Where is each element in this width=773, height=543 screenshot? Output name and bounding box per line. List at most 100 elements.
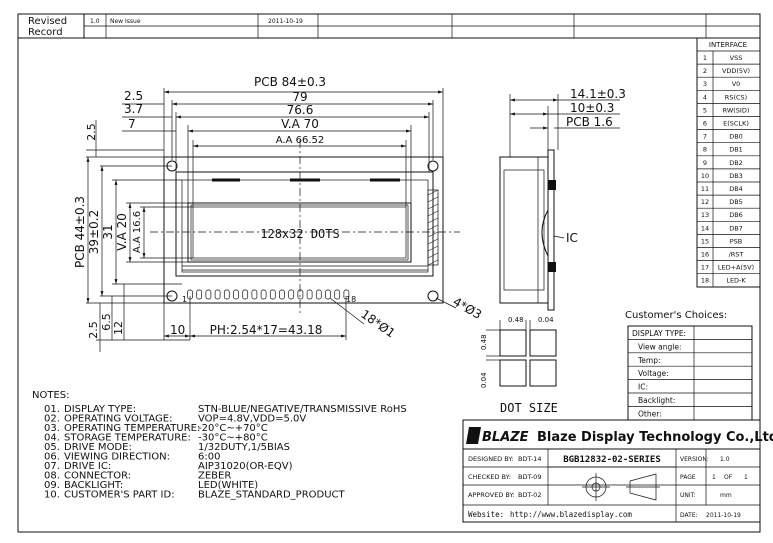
note-number: 02. bbox=[44, 414, 60, 425]
choice-label: Temp: bbox=[637, 356, 661, 365]
dot-size-title: DOT SIZE bbox=[500, 401, 558, 415]
rev-description: New Issue bbox=[110, 18, 141, 25]
choice-input[interactable] bbox=[696, 341, 750, 350]
date-label: DATE: bbox=[680, 512, 698, 519]
note-label: DRIVE IC: bbox=[64, 461, 111, 472]
pin-name: LED-K bbox=[726, 277, 746, 285]
website-label: Website: bbox=[468, 510, 504, 519]
pin-number: 12 bbox=[701, 198, 709, 206]
dot-gap-x: 0.04 bbox=[538, 316, 554, 324]
choice-input[interactable] bbox=[696, 408, 750, 417]
choice-input[interactable] bbox=[696, 382, 750, 391]
choice-input[interactable] bbox=[696, 395, 750, 404]
pin-number: 8 bbox=[703, 146, 707, 154]
dim-79: 79 bbox=[292, 90, 307, 104]
pin-number: 17 bbox=[701, 264, 709, 272]
notes-title: NOTES: bbox=[32, 390, 70, 401]
dim-va-70: V.A 70 bbox=[281, 117, 319, 131]
page-label: PAGE bbox=[680, 474, 696, 481]
pin bbox=[223, 289, 230, 300]
dim-2-5-top: 2.5 bbox=[124, 89, 143, 103]
pin-name: VDD(5V) bbox=[722, 67, 750, 75]
unit-value: mm bbox=[720, 492, 732, 499]
dim-va-20: V.A 20 bbox=[115, 213, 129, 251]
front-view: 128x32 DOTS 1 18 PCB 84 bbox=[73, 75, 484, 352]
ic-label: IC bbox=[566, 231, 578, 245]
note-number: 05. bbox=[44, 442, 60, 453]
pin-name: DB0 bbox=[729, 133, 743, 141]
note-label: CONNECTOR: bbox=[64, 471, 131, 482]
note-value: 6:00 bbox=[198, 452, 220, 463]
choice-label: IC: bbox=[638, 383, 648, 392]
pin-name: VSS bbox=[730, 54, 743, 62]
pin-name: DB6 bbox=[729, 211, 743, 219]
pin-name: DB7 bbox=[729, 224, 743, 232]
note-number: 01. bbox=[44, 404, 60, 415]
pin-number: 16 bbox=[701, 251, 709, 259]
pin-name: /RST bbox=[729, 251, 744, 259]
logo-text: BLAZE bbox=[482, 430, 529, 445]
note-number: 07. bbox=[44, 461, 60, 472]
choice-label: DISPLAY TYPE: bbox=[632, 329, 686, 338]
dim-10: 10 bbox=[170, 323, 185, 337]
of-label: OF bbox=[724, 474, 733, 481]
dim-pcb-width: PCB 84±0.3 bbox=[254, 75, 326, 89]
checked-label: CHECKED BY: bbox=[468, 473, 511, 481]
pin-number: 1 bbox=[703, 54, 707, 62]
version-label: VERSION: bbox=[680, 456, 709, 463]
choice-label: View angle: bbox=[638, 342, 682, 351]
pin bbox=[279, 289, 285, 300]
choice-label: Other: bbox=[638, 409, 662, 418]
hole-callout: 4*Ø3 bbox=[451, 294, 485, 321]
dim-6-5: 6.5 bbox=[100, 313, 113, 331]
pin bbox=[269, 289, 276, 300]
side-view: IC 14.1±0.3 10±0.3 PCB 1.6 bbox=[499, 87, 626, 311]
choice-input[interactable] bbox=[696, 328, 750, 337]
note-value: -30°C~+80°C bbox=[198, 433, 268, 444]
pcb-outline bbox=[163, 156, 444, 304]
pin-1-label: 1 bbox=[182, 295, 187, 304]
dot-width: 0.48 bbox=[508, 316, 524, 324]
zebra-connector bbox=[427, 189, 439, 266]
note-label: BACKLIGHT: bbox=[64, 480, 123, 491]
designed-by: BDT-14 bbox=[518, 455, 541, 463]
active-area bbox=[192, 206, 407, 259]
rev-number: 1.0 bbox=[90, 18, 100, 25]
pin-18-label: 18 bbox=[346, 295, 356, 304]
note-number: 04. bbox=[44, 433, 60, 444]
choices-title: Customer's Choices: bbox=[625, 310, 727, 321]
choice-input[interactable] bbox=[696, 355, 750, 364]
pin bbox=[242, 289, 249, 300]
dot-gap-y: 0.04 bbox=[480, 372, 488, 388]
note-label: VIEWING DIRECTION: bbox=[64, 452, 170, 463]
choice-input[interactable] bbox=[696, 368, 750, 377]
note-number: 08. bbox=[44, 471, 60, 482]
pin-number: 18 bbox=[701, 277, 709, 285]
interface-title: INTERFACE bbox=[709, 41, 747, 49]
customer-choices: Customer's Choices: DISPLAY TYPE: View an… bbox=[625, 310, 753, 421]
pin bbox=[343, 289, 350, 300]
side-total: 14.1±0.3 bbox=[570, 87, 626, 101]
approved-label: APPROVED BY: bbox=[468, 491, 515, 499]
pin bbox=[233, 289, 239, 300]
dim-12: 12 bbox=[112, 321, 125, 335]
website-url: http://www.blazedisplay.com bbox=[510, 510, 632, 519]
side-pcb bbox=[547, 149, 555, 311]
dim-2-5-bottom: 2.5 bbox=[87, 321, 100, 339]
side-body bbox=[499, 156, 549, 304]
note-value: BLAZE_STANDARD_PRODUCT bbox=[198, 490, 346, 501]
approved-by: BDT-02 bbox=[518, 491, 541, 499]
pin-name: DB5 bbox=[729, 198, 743, 206]
of-value: 1 bbox=[744, 474, 748, 481]
pin-number: 10 bbox=[701, 172, 709, 180]
pin bbox=[297, 289, 304, 300]
pin-number: 9 bbox=[703, 159, 707, 167]
note-number: 03. bbox=[44, 423, 60, 434]
pin-number: 3 bbox=[703, 80, 707, 88]
dim-2-5-left-top: 2.5 bbox=[85, 123, 98, 141]
pin bbox=[325, 289, 331, 300]
dim-31: 31 bbox=[101, 224, 115, 239]
dot-size-detail: 0.48 0.04 0.48 0.04 DOT SIZE bbox=[480, 316, 558, 415]
revision-record: Revised Record 1.0 New Issue 2011-10-19 bbox=[17, 13, 761, 39]
